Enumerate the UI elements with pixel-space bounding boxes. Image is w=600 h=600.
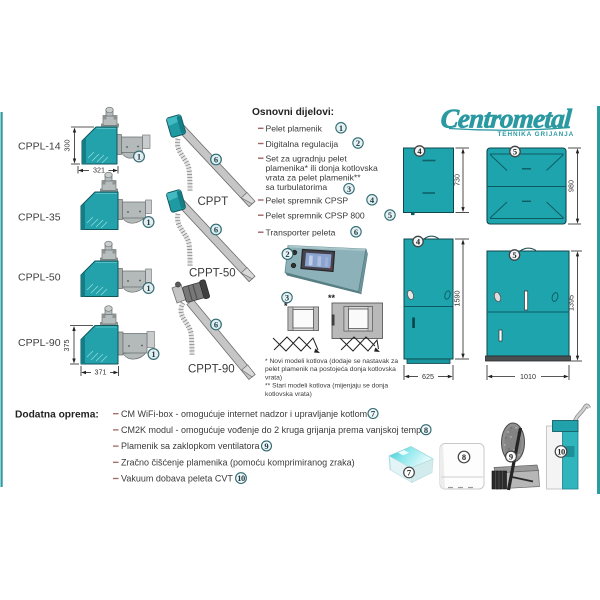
svg-text:1: 1	[146, 217, 150, 227]
svg-text:Pelet spremnik CPSP 800: Pelet spremnik CPSP 800	[266, 211, 365, 221]
svg-text:9: 9	[264, 441, 268, 451]
svg-text:5: 5	[512, 250, 516, 260]
svg-text:Transporter peleta: Transporter peleta	[266, 228, 336, 238]
svg-text:CPPL-14: CPPL-14	[18, 141, 61, 153]
svg-text:CPPL-50: CPPL-50	[18, 272, 61, 284]
svg-text:10: 10	[237, 473, 245, 483]
svg-text:vrata za pelet plamenik**: vrata za pelet plamenik**	[266, 173, 362, 183]
svg-text:9: 9	[509, 452, 513, 462]
svg-text:1: 1	[151, 349, 155, 359]
svg-text:1010: 1010	[520, 372, 536, 381]
svg-text:Set za ugradnju pelet: Set za ugradnju pelet	[266, 154, 348, 164]
svg-text:Zračno čišćenje plamenika (pom: Zračno čišćenje plamenika (pomoću kompri…	[121, 457, 355, 467]
svg-text:pelet plamenik na postojeća do: pelet plamenik na postojeća donja kotlov…	[265, 366, 396, 373]
svg-text:5: 5	[388, 210, 392, 220]
svg-text:6: 6	[354, 227, 358, 237]
svg-text:Vakuum dobava peleta CVT: Vakuum dobava peleta CVT	[121, 474, 233, 484]
svg-text:2: 2	[285, 249, 289, 259]
svg-text:625: 625	[422, 372, 434, 381]
svg-text:7: 7	[371, 409, 376, 419]
svg-text:CPPT-90: CPPT-90	[188, 364, 235, 376]
svg-text:321: 321	[93, 166, 105, 175]
svg-text:** Stari modeli kotlova (mijen: ** Stari modeli kotlova (mijenjaju se do…	[265, 383, 388, 390]
svg-text:kotlovska vrata): kotlovska vrata)	[265, 391, 312, 398]
svg-text:* Novi modeli kotlova (dodaje: * Novi modeli kotlova (dodaje se nastava…	[265, 358, 398, 365]
svg-text:Osnovni dijelovi:: Osnovni dijelovi:	[252, 107, 334, 118]
svg-text:5: 5	[513, 147, 517, 157]
svg-text:CPPT: CPPT	[198, 196, 229, 208]
svg-text:6: 6	[214, 155, 218, 165]
svg-text:Pelet plamenik: Pelet plamenik	[266, 124, 323, 134]
svg-text:1: 1	[146, 283, 150, 293]
svg-text:4: 4	[417, 146, 422, 156]
svg-text:Dodatna oprema:: Dodatna oprema:	[15, 410, 99, 421]
svg-text:1: 1	[137, 152, 141, 162]
svg-text:**: **	[328, 293, 336, 303]
svg-text:6: 6	[214, 225, 218, 235]
svg-text:TEHNIKA GRIJANJA: TEHNIKA GRIJANJA	[498, 131, 575, 138]
svg-text:1590: 1590	[453, 291, 462, 307]
svg-text:300: 300	[63, 140, 72, 152]
svg-text:plamenika* ili donja kotlovska: plamenika* ili donja kotlovska	[266, 163, 378, 173]
svg-text:8: 8	[462, 452, 466, 462]
svg-text:CPPT-50: CPPT-50	[189, 268, 236, 280]
svg-text:Pelet spremnik CPSP: Pelet spremnik CPSP	[266, 195, 349, 205]
svg-text:CPPL-90: CPPL-90	[18, 337, 61, 349]
svg-text:730: 730	[453, 174, 462, 186]
svg-text:CM WiFi-box - omogućuje intern: CM WiFi-box - omogućuje internet nadzor …	[121, 409, 367, 419]
svg-text:2: 2	[356, 138, 360, 148]
svg-text:CM2K modul - omogućuje vođenje: CM2K modul - omogućuje vođenje do 2 krug…	[121, 425, 424, 435]
svg-text:1395: 1395	[567, 295, 576, 311]
svg-text:371: 371	[95, 368, 107, 377]
svg-text:10: 10	[557, 447, 565, 457]
svg-text:3: 3	[347, 184, 351, 194]
svg-text:sa turbulatorima: sa turbulatorima	[266, 182, 328, 192]
svg-text:980: 980	[567, 180, 576, 192]
svg-text:1: 1	[339, 123, 343, 133]
svg-text:7: 7	[407, 468, 412, 478]
svg-text:375: 375	[62, 340, 71, 352]
svg-text:Digitalna regulacija: Digitalna regulacija	[266, 139, 339, 149]
svg-text:vrata): vrata)	[265, 374, 282, 381]
svg-text:8: 8	[424, 425, 428, 435]
svg-text:*: *	[284, 301, 288, 311]
svg-text:4: 4	[370, 195, 375, 205]
svg-text:3: 3	[285, 293, 289, 303]
svg-text:Plamenik sa zaklopkom ventilat: Plamenik sa zaklopkom ventilatora	[121, 441, 260, 451]
svg-text:CPPL-35: CPPL-35	[18, 212, 61, 224]
svg-text:6: 6	[214, 320, 218, 330]
svg-text:4: 4	[416, 237, 421, 247]
